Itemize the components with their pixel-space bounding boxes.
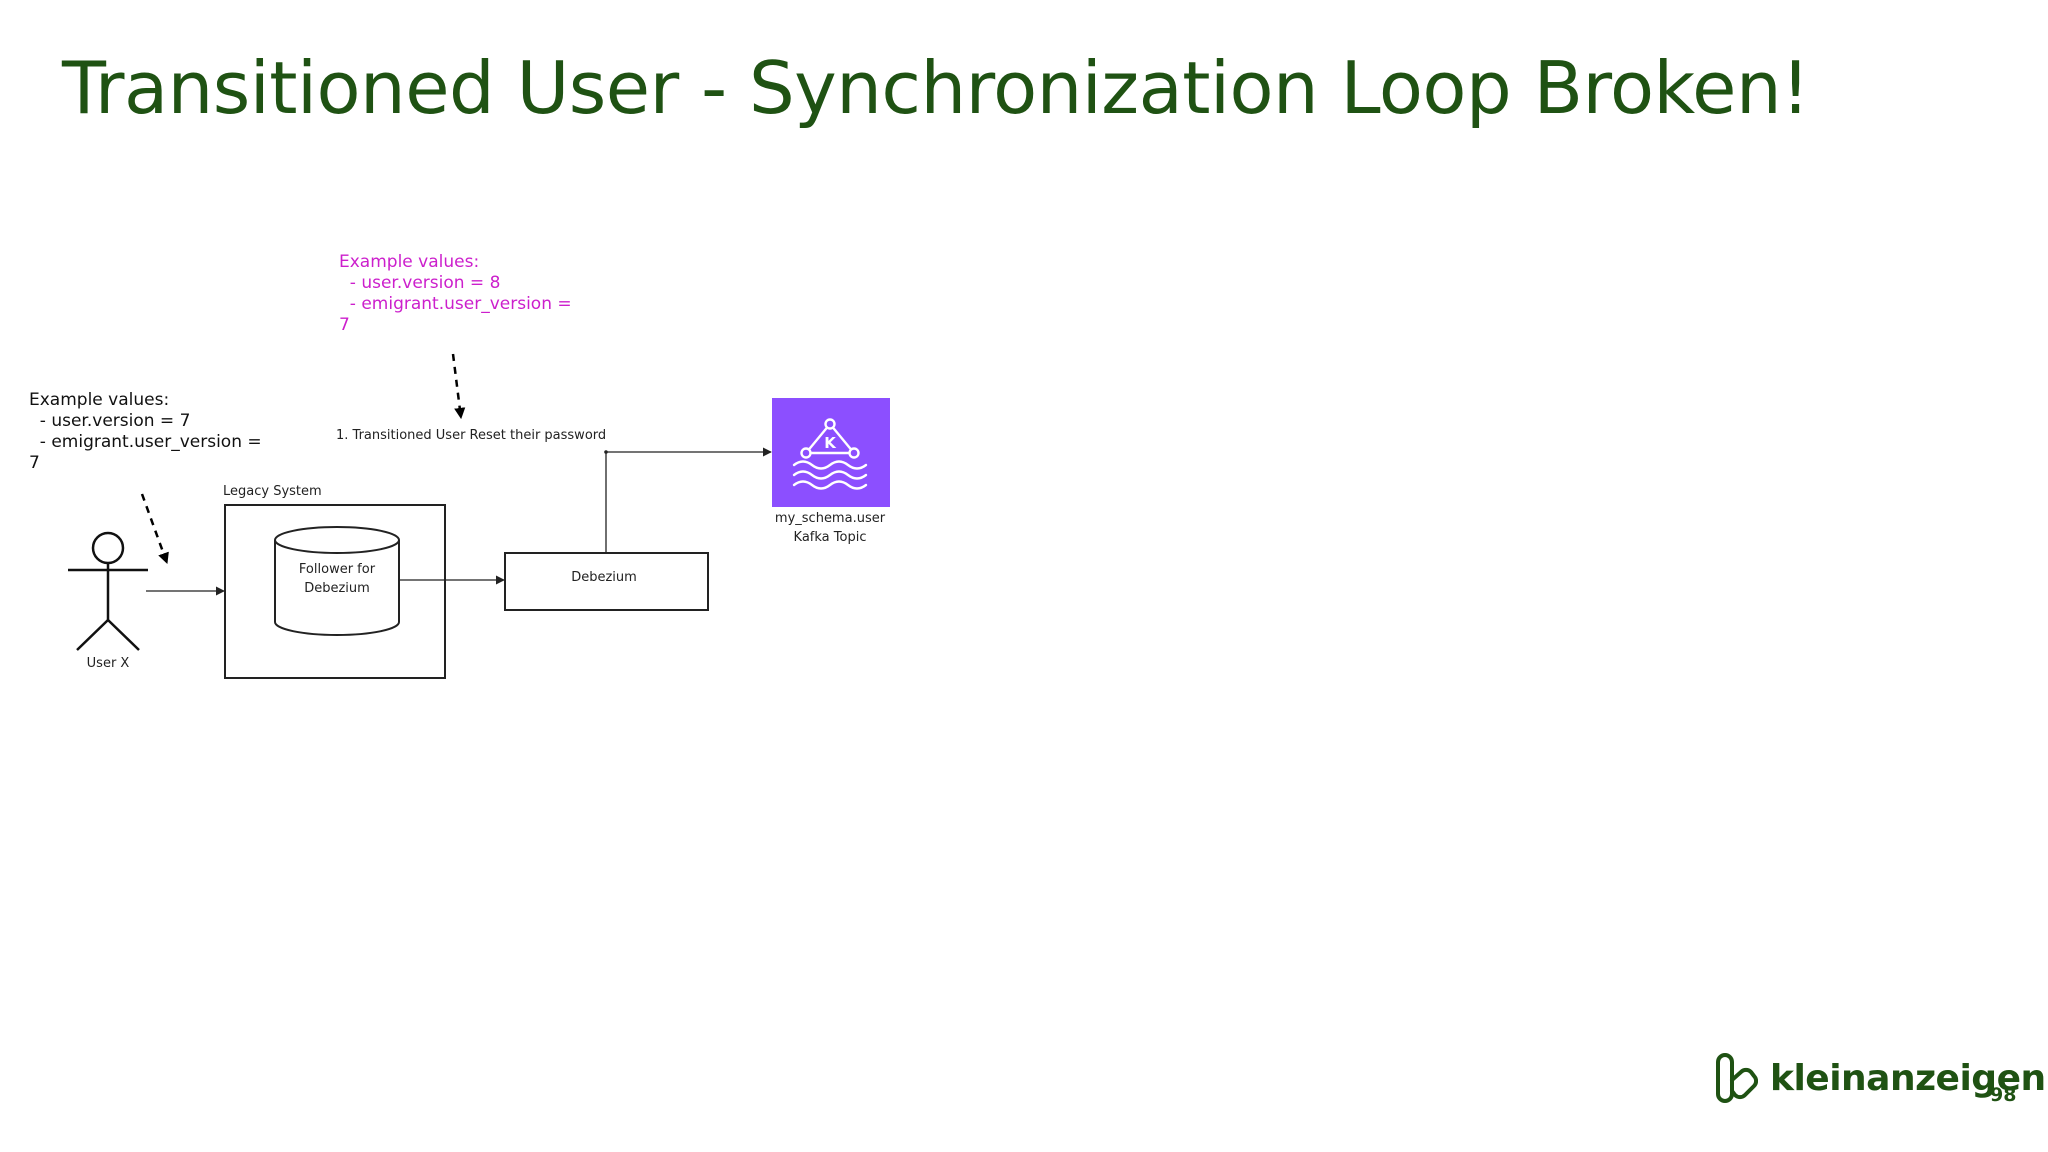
slide-title: Transitioned User - Synchronization Loop… (62, 46, 1810, 130)
example-values-before-note: Example values: - user.version = 7 - emi… (29, 390, 262, 473)
kafka-topic-caption: Kafka Topic (793, 530, 867, 545)
note-pointer-arrow-after (451, 353, 466, 420)
brand-logo: kleinanzeigen (1714, 1050, 2046, 1106)
user-actor-icon (68, 531, 148, 651)
page-number: 98 (1990, 1084, 2017, 1106)
user-label: User X (86, 656, 130, 671)
debezium-to-kafka-arrow (605, 447, 772, 553)
legacy-system-label: Legacy System (223, 484, 322, 499)
step-label: 1. Transitioned User Reset their passwor… (336, 428, 607, 443)
database-cylinder-icon (274, 526, 400, 636)
example-values-after-note: Example values: - user.version = 8 - emi… (339, 252, 572, 335)
kafka-stream-icon (792, 418, 868, 490)
debezium-label: Debezium (571, 570, 637, 585)
kafka-topic-name: my_schema.user (774, 511, 886, 526)
brand-name: kleinanzeigen (1770, 1057, 2046, 1099)
kleinanzeigen-logo-icon (1716, 1053, 1758, 1103)
follower-db-label: Follower for Debezium (298, 562, 376, 596)
note-pointer-arrow-before (140, 493, 169, 565)
kafka-icon-letter: K (824, 434, 837, 452)
